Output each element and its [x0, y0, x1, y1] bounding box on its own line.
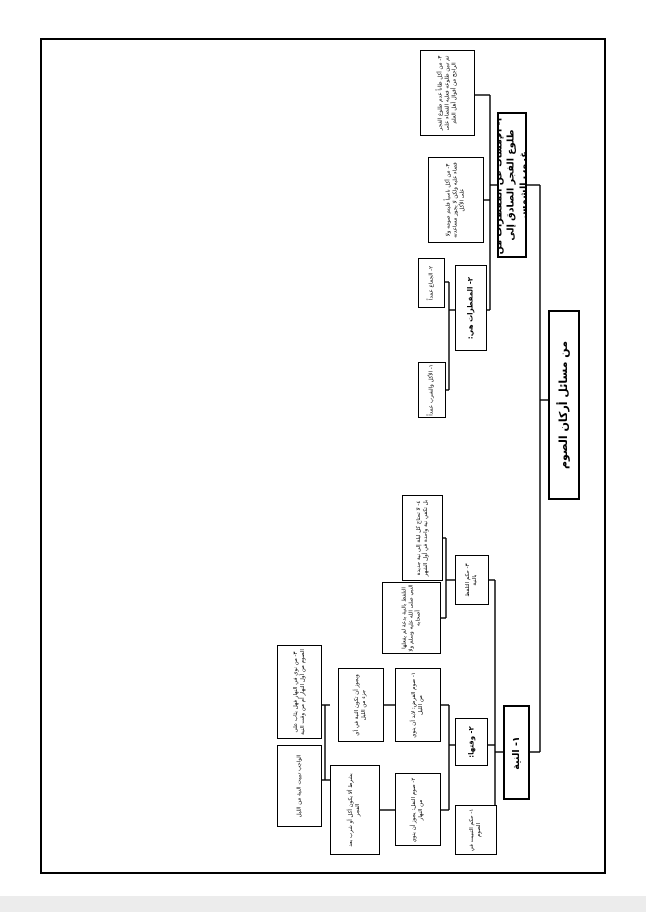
- niyya-hukm-1-label: التلفظ بالنية بدعة لم يفعلها النبي صلى ا…: [400, 584, 422, 652]
- niyya-tabyeet-node: ١- حكم التبييت في الصوم: [455, 805, 497, 855]
- mufattirat-label: ٢- المفطرات هي:: [466, 276, 475, 340]
- niyya-hukm-2-label: ٤- لا تحتاج كل ليلة إلى نية جديدة بل تكف…: [415, 499, 429, 577]
- imsak-note-1: ٣- من أكل ناسياً فليتم صومه ولا قضاء علي…: [428, 157, 484, 243]
- niyya-waqt-node: ٢- وقتها:: [455, 718, 488, 766]
- niyya-nafl-note: بشرط ألا يكون أكل أو شرب بعد الفجر: [330, 765, 380, 855]
- diagram-title-box: من مسائل أركان الصوم: [548, 310, 580, 500]
- niyya-nafl-note-2-label: ٣- من نوى في النهار فهل يثاب على الصوم م…: [292, 649, 306, 735]
- diagram-frame: [40, 38, 606, 874]
- niyya-nafl-label: ٢- صوم النفل: يجوز أن ينوي من النهار: [410, 777, 424, 842]
- bottom-band: [0, 896, 646, 912]
- imsak-note-2-label: ٣- من أكل ظاناً عدم طلوع الفجر ثم تبين ط…: [436, 55, 458, 131]
- niyya-tabyeet-note-label: الواجب تبييت النية من الليل: [295, 754, 302, 818]
- niyya-nafl: ٢- صوم النفل: يجوز أن ينوي من النهار: [395, 773, 441, 846]
- diagram-title: من مسائل أركان الصوم: [556, 341, 570, 469]
- niyya-fard: ١- صوم الفرض: لابد أن ينوي من الليل: [395, 668, 441, 742]
- imsak-label: ٢- الإمساك عن المفطرات من طلوع الفجر الص…: [497, 116, 527, 255]
- niyya-label: ١- النية: [510, 735, 522, 770]
- mufattir-1: ١- الأكل والشرب عمداً: [418, 362, 446, 418]
- imsak-note-1-label: ٣- من أكل ناسياً فليتم صومه ولا قضاء علي…: [445, 162, 466, 238]
- niyya-hukm-2: ٤- لا تحتاج كل ليلة إلى نية جديدة بل تكف…: [402, 495, 443, 581]
- niyya-node: ١- النية: [503, 705, 530, 800]
- mufattirat-node: ٢- المفطرات هي:: [455, 265, 487, 351]
- mufattir-2-label: ٢- الجماع عمداً: [427, 265, 434, 301]
- niyya-tabyeet-label: ١- حكم التبييت في الصوم: [468, 808, 482, 852]
- niyya-hukm-1: التلفظ بالنية بدعة لم يفعلها النبي صلى ا…: [382, 582, 441, 654]
- mufattir-2: ٢- الجماع عمداً: [418, 258, 445, 308]
- niyya-hukm-label: ٣- حكم التلفظ بالنية: [464, 563, 478, 597]
- niyya-waqt-label: ٢- وقتها:: [466, 726, 475, 758]
- niyya-fard-note-label: ويجوز أن تكون النية في أي جزء من الليل: [353, 674, 367, 736]
- niyya-fard-label: ١- صوم الفرض: لابد أن ينوي من الليل: [410, 672, 424, 738]
- niyya-nafl-note-2: ٣- من نوى في النهار فهل يثاب على الصوم م…: [277, 645, 322, 739]
- niyya-hukm-node: ٣- حكم التلفظ بالنية: [455, 555, 489, 605]
- niyya-fard-note: ويجوز أن تكون النية في أي جزء من الليل: [338, 668, 384, 742]
- imsak-note-2: ٣- من أكل ظاناً عدم طلوع الفجر ثم تبين ط…: [420, 50, 475, 136]
- niyya-tabyeet-note: الواجب تبييت النية من الليل: [277, 745, 322, 827]
- mufattir-1-label: ١- الأكل والشرب عمداً: [428, 364, 435, 416]
- imsak-node: ٢- الإمساك عن المفطرات من طلوع الفجر الص…: [497, 112, 527, 258]
- niyya-nafl-note-label: بشرط ألا يكون أكل أو شرب بعد الفجر: [347, 773, 361, 847]
